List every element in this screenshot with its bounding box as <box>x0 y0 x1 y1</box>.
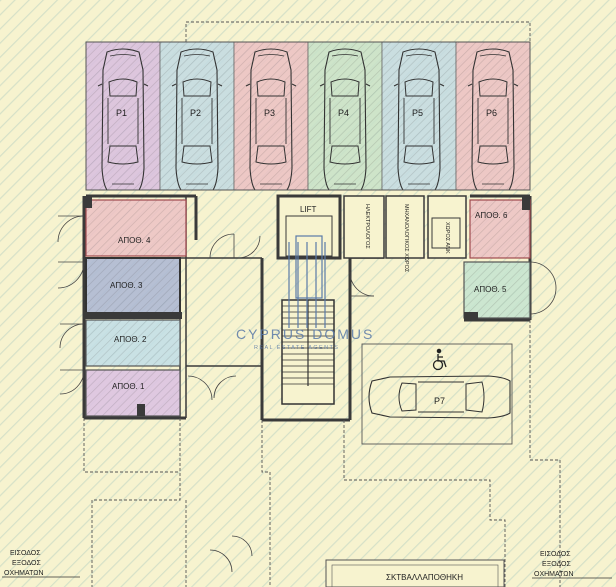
watermark-subtitle: REAL ESTATE AGENTS <box>254 345 339 351</box>
parking-label-p6: P6 <box>486 108 497 118</box>
lower-boundaries <box>83 320 561 587</box>
storage-label-5: ΑΠΟΘ. 5 <box>474 285 507 294</box>
parking-bay-p4: P4 <box>307 41 383 191</box>
electrical-room <box>343 195 385 259</box>
parking-p7-label: P7 <box>434 396 445 406</box>
entrance-left-line-2: ΕΞΟΔΟΣ <box>12 560 41 567</box>
parking-row-outline <box>85 41 531 191</box>
entrance-left-line-3: ΟΧΗΜΑΤΩΝ <box>4 570 44 577</box>
electrical-label: ΗΛΕΚΤΡΟΛΟΓΟΣ <box>364 204 370 249</box>
storage-label-1: ΑΠΟΘ. 1 <box>112 382 145 391</box>
storage-label-3: ΑΠΟΘ. 3 <box>110 281 143 290</box>
bin-store-label: ΣΚΤΒΑΛΛΑΠΟΘΗΚΗ <box>386 573 463 582</box>
lift-label: LIFT <box>300 205 317 214</box>
storage-label-4: ΑΠΟΘ. 4 <box>118 236 151 245</box>
storage-label-6: ΑΠΟΘ. 6 <box>475 211 508 220</box>
watermark-title: CYPRUS DOMUS <box>236 326 374 342</box>
parking-label-p2: P2 <box>190 108 201 118</box>
parking-bay-p5: P5 <box>381 41 457 191</box>
mechanical-room <box>385 195 425 259</box>
entrance-left-line-1: ΕΙΣΟΔΟΣ <box>10 550 41 557</box>
parking-bay-p2: P2 <box>159 41 235 191</box>
watermark-logo <box>288 242 326 328</box>
staircase <box>281 299 335 405</box>
parking-bay-p1: P1 <box>85 41 161 191</box>
mechanical-label: ΜΗΧΑΝΟΛΟΓΙΚΟΣ ΧΩΡΟΣ <box>403 204 409 273</box>
parking-label-p1: P1 <box>116 108 127 118</box>
storage-units <box>84 196 531 417</box>
bin-store <box>325 559 505 587</box>
building-walls <box>82 194 532 422</box>
parking-bay-p6: P6 <box>455 41 531 191</box>
parking-label-p5: P5 <box>412 108 423 118</box>
parking-row: P1 P2 P3 P4 P5 P6 <box>85 41 531 191</box>
fire-room-label: ΧΩΡΟΣ ΑΝΚ <box>444 222 450 254</box>
entrance-right-line-2: ΕΞΟΔΟΣ <box>542 561 571 568</box>
storage-label-2: ΑΠΟΘ. 2 <box>114 335 147 344</box>
entrance-right-line-3: ΟΧΗΜΑΤΩΝ <box>534 571 574 578</box>
entrance-right-line-1: ΕΙΣΟΔΟΣ <box>540 551 571 558</box>
doors <box>57 215 557 573</box>
wheelchair-icon <box>432 348 447 371</box>
parking-bay-p3: P3 <box>233 41 309 191</box>
parking-bay-p7 <box>361 343 513 445</box>
parking-label-p4: P4 <box>338 108 349 118</box>
parking-label-p3: P3 <box>264 108 275 118</box>
